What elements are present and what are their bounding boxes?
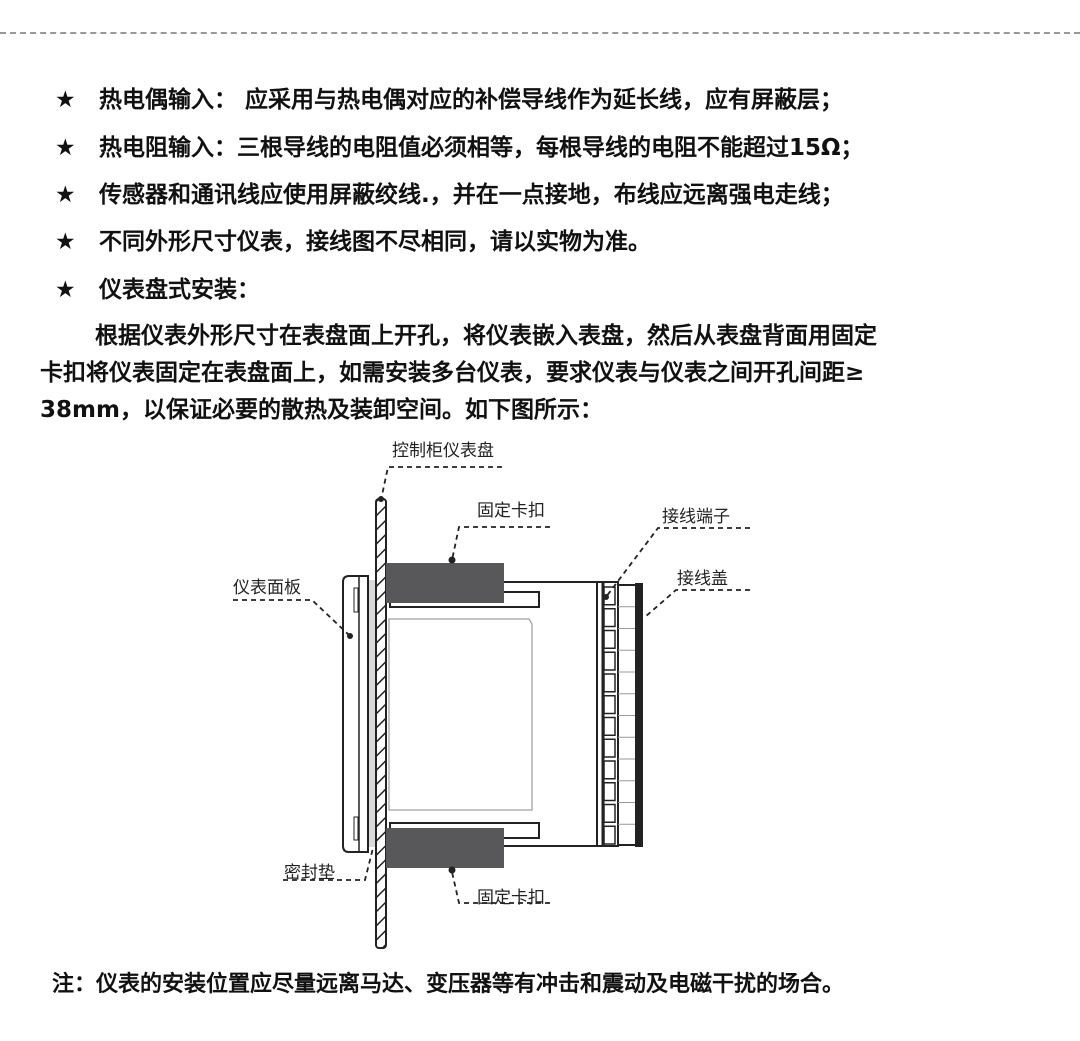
terminal-screw bbox=[603, 738, 616, 758]
fixing-clip-bottom bbox=[386, 828, 504, 868]
leader-dots bbox=[347, 496, 609, 874]
label-cover: 接线盖 bbox=[677, 569, 728, 589]
bullet-text: 传感器和通讯线应使用屏蔽绞线.，并在一点接地，布线应远离强电走线； bbox=[99, 182, 844, 208]
terminal-screw bbox=[603, 760, 616, 780]
terminal-block bbox=[596, 581, 635, 847]
faceplate bbox=[342, 575, 369, 853]
bullet-text: 仪表盘式安装： bbox=[99, 277, 260, 303]
bullet-thermocouple: ★ 热电偶输入： 应采用与热电偶对应的补偿导线作为延长线，应有屏蔽层； bbox=[55, 85, 843, 115]
control-cabinet-panel bbox=[375, 498, 387, 949]
label-clip-bottom: 固定卡扣 bbox=[477, 888, 545, 908]
terminal-screw bbox=[603, 629, 616, 649]
terminal-screw bbox=[603, 608, 616, 628]
terminal-screw bbox=[603, 716, 616, 736]
terminal-screw bbox=[603, 803, 616, 823]
installation-note: 注：仪表的安装位置应尽量远离马达、变压器等有冲击和震动及电磁干扰的场合。 bbox=[52, 972, 845, 997]
leader-lines bbox=[233, 466, 750, 904]
paragraph-line: 38mm，以保证必要的散热及装卸空间。如下图所示： bbox=[40, 397, 603, 423]
terminal-screw bbox=[603, 651, 616, 671]
star-icon: ★ bbox=[55, 87, 76, 113]
terminal-screw bbox=[603, 695, 616, 715]
bullet-text: 不同外形尺寸仪表，接线图不尽相同，请以实物为准。 bbox=[99, 229, 651, 255]
label-gasket: 密封垫 bbox=[284, 863, 335, 883]
label-panel: 控制柜仪表盘 bbox=[392, 441, 494, 461]
star-icon: ★ bbox=[55, 135, 76, 161]
bullet-wiring: ★ 不同外形尺寸仪表，接线图不尽相同，请以实物为准。 bbox=[55, 227, 651, 257]
gasket bbox=[368, 580, 376, 847]
star-icon: ★ bbox=[55, 229, 76, 255]
terminal-cover bbox=[635, 583, 643, 847]
label-clip-top: 固定卡扣 bbox=[477, 501, 545, 521]
meter-housing bbox=[388, 581, 597, 847]
fixing-clip-top bbox=[386, 563, 504, 603]
terminal-screw bbox=[603, 673, 616, 693]
bullet-panel-mount: ★ 仪表盘式安装： bbox=[55, 275, 260, 305]
label-terminal: 接线端子 bbox=[662, 507, 730, 527]
paragraph-line: 卡扣将仪表固定在表盘面上，如需安装多台仪表，要求仪表与仪表之间开孔间距≥ bbox=[40, 360, 865, 386]
top-dashed-divider bbox=[0, 32, 1080, 34]
install-paragraph: 根据仪表外形尺寸在表盘面上开孔，将仪表嵌入表盘，然后从表盘背面用固定 卡扣将仪表… bbox=[40, 318, 1040, 429]
star-icon: ★ bbox=[55, 182, 76, 208]
terminal-screw bbox=[603, 825, 616, 845]
terminal-screw bbox=[603, 782, 616, 802]
paragraph-line: 根据仪表外形尺寸在表盘面上开孔，将仪表嵌入表盘，然后从表盘背面用固定 bbox=[95, 323, 877, 349]
bullet-text: 热电偶输入： 应采用与热电偶对应的补偿导线作为延长线，应有屏蔽层； bbox=[99, 87, 844, 113]
label-faceplate: 仪表面板 bbox=[233, 578, 301, 598]
bullet-rtd: ★ 热电阻输入：三根导线的电阻值必须相等，每根导线的电阻不能超过15Ω； bbox=[55, 133, 864, 163]
bullet-text: 热电阻输入：三根导线的电阻值必须相等，每根导线的电阻不能超过15Ω； bbox=[99, 135, 864, 161]
bullet-shielding: ★ 传感器和通讯线应使用屏蔽绞线.，并在一点接地，布线应远离强电走线； bbox=[55, 180, 844, 210]
star-icon: ★ bbox=[55, 277, 76, 303]
